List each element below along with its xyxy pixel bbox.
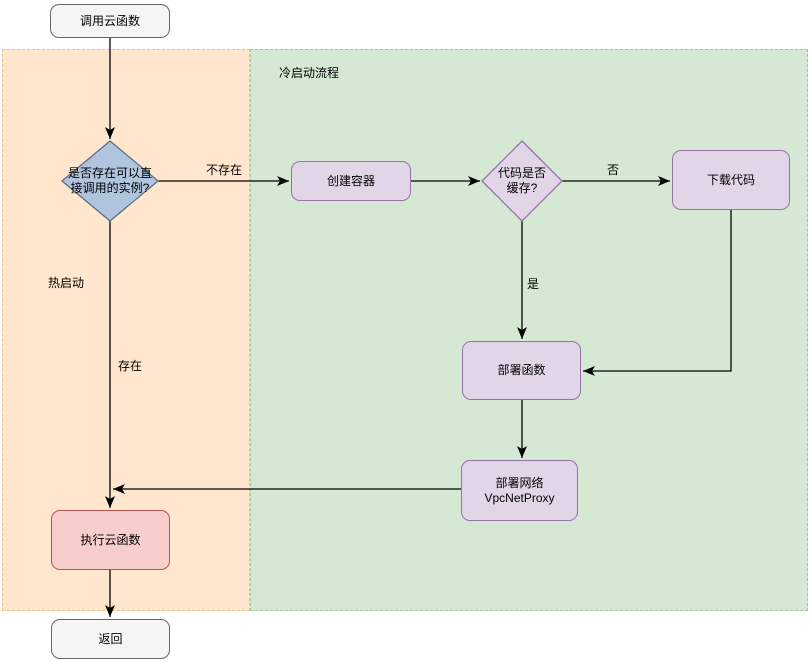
region-cold-start-label: 冷启动流程 xyxy=(279,66,340,80)
node-deploy-function: 部署函数 xyxy=(462,341,581,400)
node-start: 调用云函数 xyxy=(50,4,170,38)
edge-label-not-exists: 不存在 xyxy=(206,163,243,177)
node-deploy-network-label-line2: VpcNetProxy xyxy=(484,490,555,505)
edge-label-warm-start: 热启动 xyxy=(48,276,85,290)
edge-download-code-to-deploy-function xyxy=(583,210,732,376)
node-start-label: 调用云函数 xyxy=(79,13,140,28)
diamond-shape xyxy=(481,140,563,222)
node-return-label: 返回 xyxy=(98,631,123,646)
node-instance-check-label: 是否存在可以直 接调用的实例? xyxy=(67,166,153,195)
node-execute-function-label: 执行云函数 xyxy=(80,532,141,547)
node-create-container: 创建容器 xyxy=(291,161,411,201)
node-deploy-network-label-line1: 部署网络 xyxy=(495,475,544,490)
node-return: 返回 xyxy=(51,619,170,659)
node-code-cached-decision: 代码是否 缓存? xyxy=(481,140,563,222)
edge-label-exists: 存在 xyxy=(118,359,143,373)
node-download-code: 下载代码 xyxy=(672,150,790,210)
node-download-code-label: 下载代码 xyxy=(706,172,755,187)
node-code-cached-label: 代码是否 缓存? xyxy=(497,166,547,195)
edge-label-no: 否 xyxy=(607,163,620,177)
edge-label-yes: 是 xyxy=(527,277,540,291)
diamond-shape xyxy=(60,140,160,222)
node-deploy-function-label: 部署函数 xyxy=(497,363,546,377)
node-create-container-label: 创建容器 xyxy=(326,173,375,188)
node-deploy-network: 部署网络 VpcNetProxy xyxy=(461,460,578,521)
node-instance-check-decision: 是否存在可以直 接调用的实例? xyxy=(60,140,160,222)
node-execute-function: 执行云函数 xyxy=(51,510,170,570)
